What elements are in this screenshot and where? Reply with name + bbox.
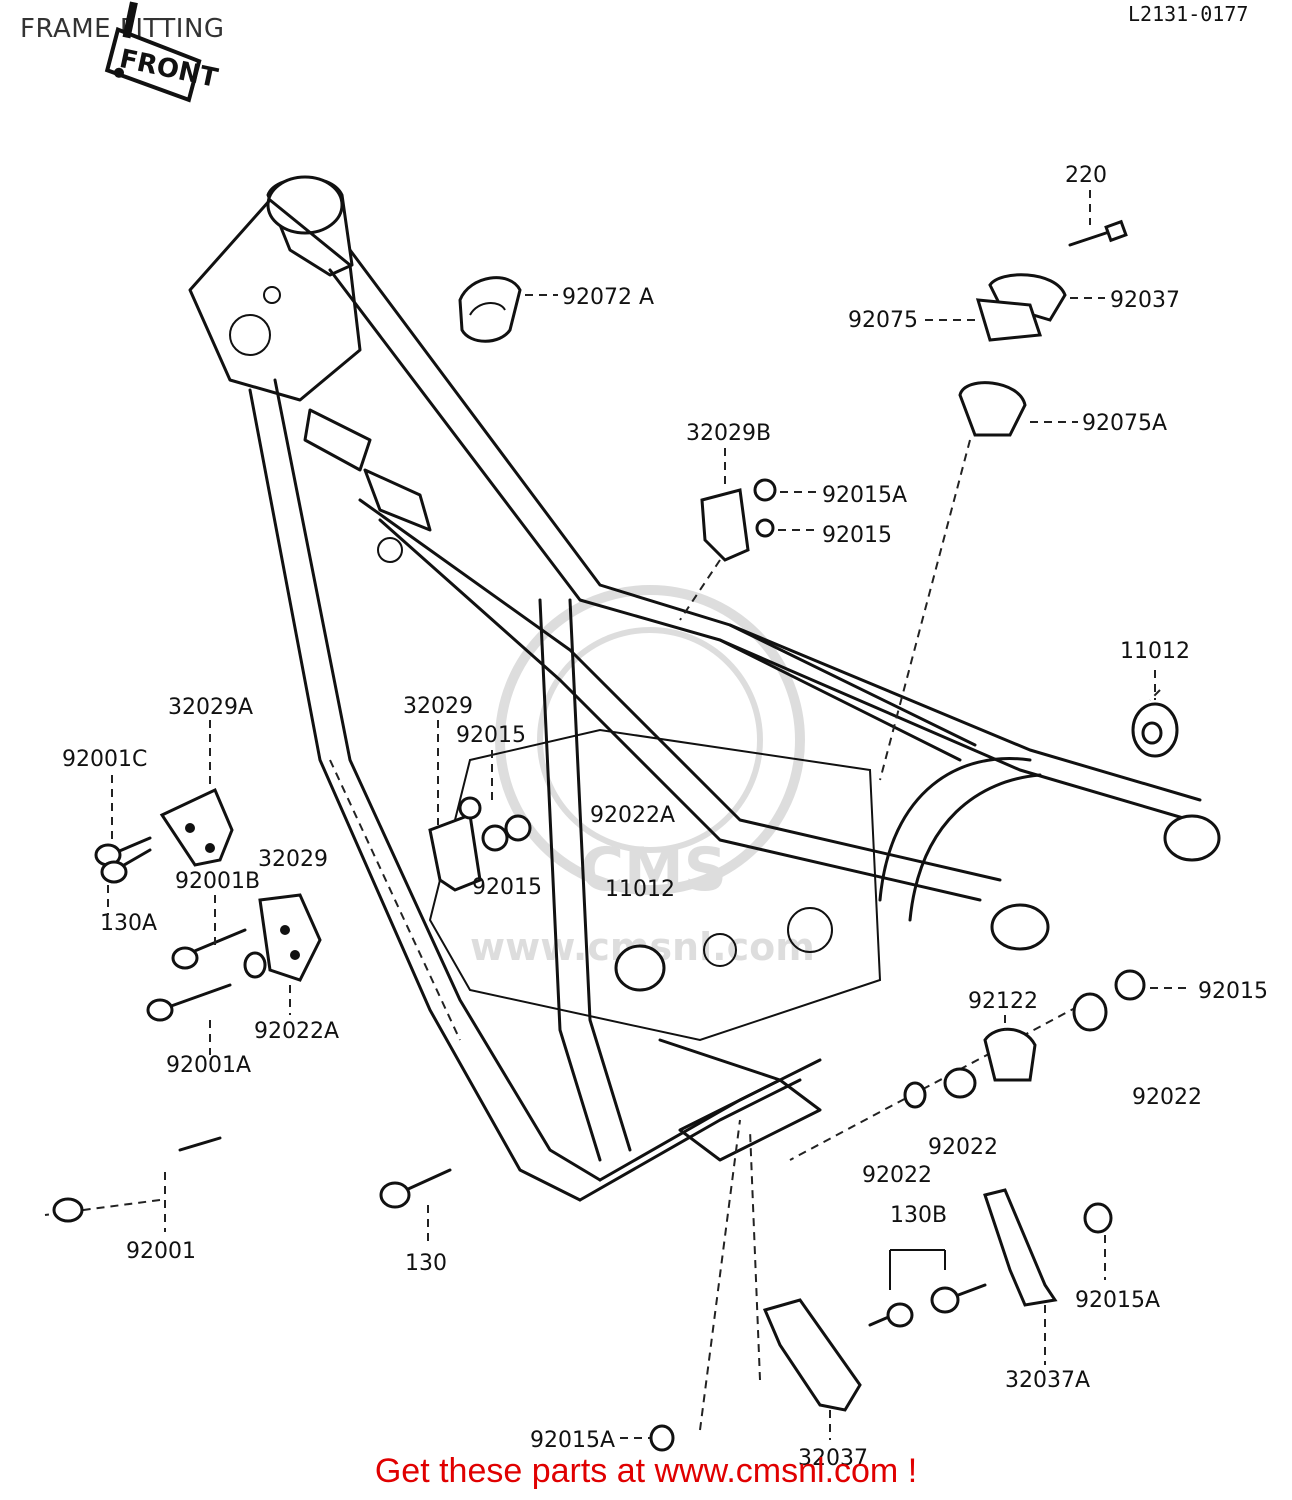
part-clamp-92037 bbox=[988, 273, 1067, 322]
part-bracket-32029A bbox=[159, 787, 234, 867]
part-collar-11012-right bbox=[1131, 702, 1179, 758]
part-bracket-32037A bbox=[983, 1188, 1113, 1307]
label-92015-top: 92015 bbox=[822, 523, 892, 548]
label-92001C: 92001C bbox=[62, 747, 147, 772]
part-bracket-32029-mid bbox=[428, 796, 532, 892]
label-32029-mid: 32029 bbox=[403, 694, 473, 719]
label-92022A-center: 92022A bbox=[590, 803, 675, 828]
label-92022-a: 92022 bbox=[928, 1135, 998, 1160]
label-92001A: 92001A bbox=[166, 1053, 251, 1078]
label-92122: 92122 bbox=[968, 989, 1038, 1014]
part-bolts-left bbox=[94, 836, 267, 1022]
footer-link[interactable]: Get these parts at www.cmsnl.com ! bbox=[374, 1452, 918, 1490]
motorcycle-frame bbox=[188, 175, 1221, 1202]
label-92015A-top: 92015A bbox=[822, 483, 907, 508]
label-92075A: 92075A bbox=[1082, 411, 1167, 436]
label-11012-center: 11012 bbox=[605, 877, 675, 902]
label-92015A-right: 92015A bbox=[1075, 1288, 1160, 1313]
label-92001B: 92001B bbox=[175, 869, 260, 894]
label-32037A: 32037A bbox=[1005, 1368, 1090, 1393]
part-cap-92075A bbox=[958, 381, 1027, 437]
label-32029A: 32029A bbox=[168, 695, 253, 720]
part-holder-92075 bbox=[975, 298, 1043, 342]
label-92015-mid: 92015 bbox=[456, 723, 526, 748]
label-92022A-left: 92022A bbox=[254, 1019, 339, 1044]
label-11012-right: 11012 bbox=[1120, 639, 1190, 664]
label-92022-right: 92022 bbox=[1132, 1085, 1202, 1110]
label-92022-b: 92022 bbox=[862, 1163, 932, 1188]
part-spacers-right bbox=[903, 969, 1146, 1109]
label-92015-lower: 92015 bbox=[472, 875, 542, 900]
label-92072A: 92072 A bbox=[562, 285, 654, 310]
part-bolt-220 bbox=[1068, 219, 1128, 247]
label-92037: 92037 bbox=[1110, 288, 1180, 313]
label-92001: 92001 bbox=[126, 1239, 196, 1264]
label-130A: 130A bbox=[100, 911, 157, 936]
label-92015-right: 92015 bbox=[1198, 979, 1268, 1004]
label-32029-left: 32029 bbox=[258, 847, 328, 872]
watermark-text: CMS bbox=[580, 835, 727, 905]
part-collar-11012-center bbox=[614, 944, 666, 992]
part-clamp-92072A bbox=[458, 276, 522, 343]
label-130: 130 bbox=[405, 1251, 447, 1276]
part-labels: 220 92072 A 92037 92075 92075A 32029B 92… bbox=[62, 163, 1268, 1471]
label-92015A-bottom: 92015A bbox=[530, 1428, 615, 1453]
label-32029B: 32029B bbox=[686, 421, 771, 446]
label-130B: 130B bbox=[890, 1203, 947, 1228]
part-bolt-130 bbox=[379, 1168, 452, 1209]
part-bracket-32029-left bbox=[258, 893, 322, 982]
part-bracket-32029B bbox=[700, 478, 777, 562]
front-orientation-tag: FRONT bbox=[104, 1, 221, 103]
label-92075: 92075 bbox=[848, 308, 918, 333]
part-bolt-92001 bbox=[52, 1136, 222, 1223]
label-220: 220 bbox=[1065, 163, 1107, 188]
leader-lines bbox=[44, 439, 1161, 1431]
label-32037: 32037 bbox=[798, 1446, 868, 1471]
part-bracket-32037 bbox=[649, 1298, 862, 1452]
label-leaders bbox=[107, 190, 1192, 1440]
part-bolts-130B bbox=[868, 1283, 987, 1328]
diagram-code: L2131-0177 bbox=[1128, 2, 1249, 26]
